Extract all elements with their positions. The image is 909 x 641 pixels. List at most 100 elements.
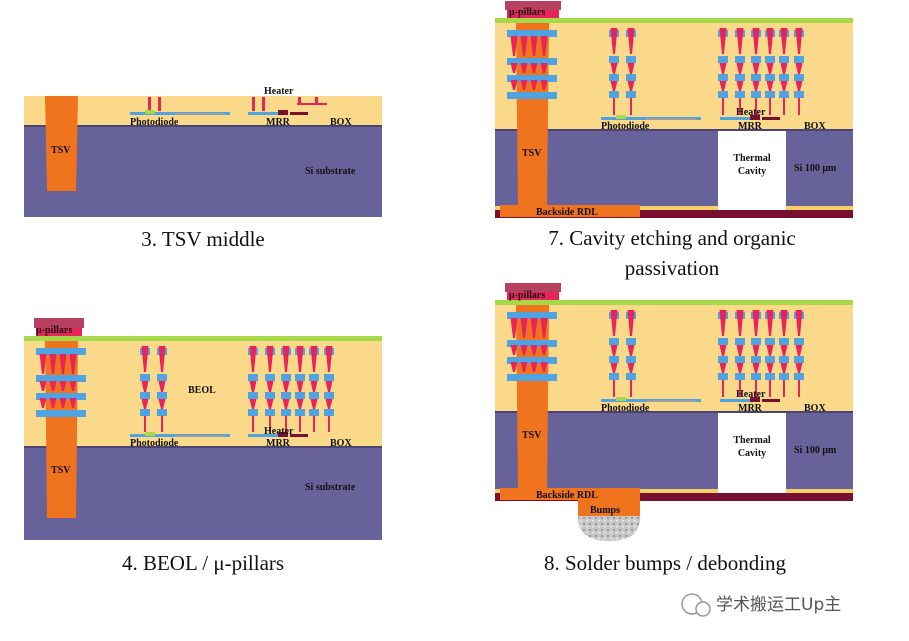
- cavity-label-1: Thermal: [733, 153, 770, 164]
- metal-pad: [718, 91, 728, 98]
- metal-pad: [718, 74, 728, 81]
- via: [610, 81, 618, 91]
- thermal-cavity: [718, 131, 786, 207]
- panel-3-caption: 3. TSV middle: [141, 227, 265, 251]
- pillar-cap: [507, 291, 559, 300]
- tsv-via: [59, 354, 67, 374]
- via-stem: [285, 416, 287, 432]
- via: [249, 346, 257, 372]
- metal-pad: [794, 373, 804, 380]
- metal-pad: [765, 91, 775, 98]
- metal-pad: [248, 409, 258, 416]
- via: [752, 345, 760, 356]
- tsv-interconnect-stack: [507, 30, 557, 99]
- via: [780, 345, 788, 356]
- metal-pad: [295, 374, 305, 381]
- device-contacts: [148, 97, 327, 111]
- bump-pad: [578, 500, 640, 516]
- via: [310, 381, 318, 392]
- metal-pad: [157, 374, 167, 381]
- metal-pad: [609, 56, 619, 63]
- metal-pad: [626, 56, 636, 63]
- beol-columns-pd: [140, 346, 167, 432]
- via: [719, 345, 727, 356]
- panel-7-caption-1: 7. Cavity etching and organic: [548, 226, 795, 250]
- via: [752, 63, 760, 74]
- pillar-cap: [507, 9, 559, 18]
- backside-rdl: [500, 205, 640, 217]
- tsv-via: [540, 362, 548, 372]
- si-100um: [495, 130, 853, 206]
- via-stem: [798, 380, 800, 397]
- mrr-device: [720, 397, 780, 402]
- via: [736, 81, 744, 91]
- via: [766, 28, 774, 54]
- photodiode: [601, 397, 701, 402]
- via: [266, 399, 274, 409]
- tsv-via: [540, 345, 548, 355]
- photodiode: [130, 432, 230, 437]
- tsv-via: [510, 80, 518, 90]
- via: [736, 345, 744, 356]
- mrr-device: [720, 115, 780, 120]
- box-label: BOX: [804, 121, 826, 132]
- via: [610, 310, 618, 336]
- via: [736, 63, 744, 74]
- via: [627, 63, 635, 74]
- tsv-via: [530, 80, 538, 90]
- tsv-via: [540, 36, 548, 56]
- via: [325, 346, 333, 372]
- pillar-top: [505, 283, 561, 292]
- tsv-via: [510, 345, 518, 355]
- tsv-interconnect-stack: [36, 348, 86, 417]
- via-stem: [739, 380, 741, 397]
- via-stem: [755, 380, 757, 397]
- via: [766, 345, 774, 356]
- tsv-via: [510, 63, 518, 73]
- metal-pad: [248, 392, 258, 399]
- substrate-label: Si substrate: [305, 482, 356, 493]
- metal-pad: [295, 409, 305, 416]
- beol-columns-pd: [609, 310, 636, 397]
- via: [325, 399, 333, 409]
- beol-label: BEOL: [188, 385, 216, 396]
- tsv-via: [59, 398, 67, 408]
- metal-pad: [157, 392, 167, 399]
- organic-passivation: [495, 493, 853, 501]
- via: [627, 28, 635, 54]
- metal-pad: [140, 374, 150, 381]
- via: [736, 363, 744, 373]
- metal-pad: [735, 338, 745, 345]
- via: [795, 81, 803, 91]
- via: [158, 381, 166, 392]
- metal-pad: [735, 91, 745, 98]
- pillars-label: μ-pillars: [509, 290, 545, 301]
- panel-4-caption: 4. BEOL / μ-pillars: [122, 551, 284, 575]
- via-stem: [299, 416, 301, 432]
- metal-pad: [626, 74, 636, 81]
- metal-pad: [324, 392, 334, 399]
- tsv: [45, 96, 78, 191]
- metal-pad: [765, 338, 775, 345]
- tsv-via: [520, 345, 528, 355]
- metal-pad: [609, 373, 619, 380]
- metal-pad: [779, 91, 789, 98]
- tsv-label: TSV: [51, 465, 71, 476]
- via: [249, 399, 257, 409]
- via: [610, 345, 618, 356]
- metal-pad: [295, 392, 305, 399]
- pillar-top: [505, 1, 561, 10]
- via: [795, 363, 803, 373]
- via: [282, 399, 290, 409]
- si-substrate: [24, 126, 382, 217]
- via: [627, 81, 635, 91]
- via-stem: [755, 98, 757, 115]
- photodiode-label: Photodiode: [130, 117, 179, 128]
- via: [610, 28, 618, 54]
- tsv-via: [49, 398, 57, 408]
- via: [627, 363, 635, 373]
- via: [795, 28, 803, 54]
- mrr-label: MRR: [738, 121, 763, 132]
- via: [610, 63, 618, 74]
- via: [610, 363, 618, 373]
